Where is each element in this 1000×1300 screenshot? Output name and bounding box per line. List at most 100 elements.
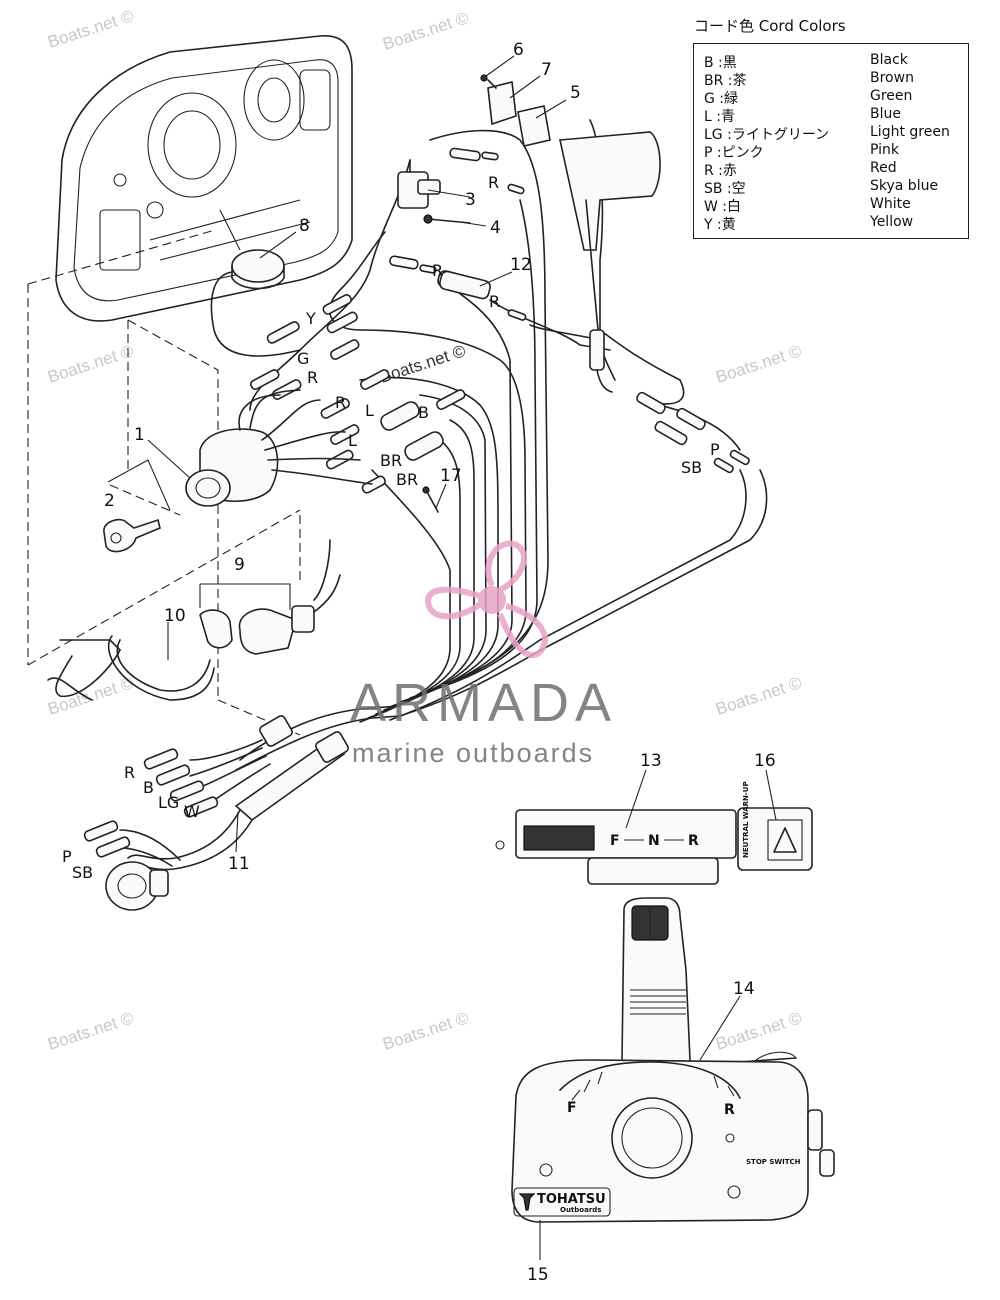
wire-connectors <box>250 147 750 494</box>
wire-label-r: R <box>335 393 346 412</box>
leader-line <box>27 229 216 285</box>
wire-label-r: R <box>489 292 500 311</box>
legend-code: B :黒 <box>704 55 737 71</box>
wire-label-r: R <box>307 368 318 387</box>
stop-switch-part-9 <box>238 539 341 655</box>
legend-color-name: White <box>870 196 911 212</box>
watermark: Boats.net © <box>45 6 136 52</box>
legend-color-name: Brown <box>870 70 914 86</box>
legend-code: G :緑 <box>704 91 739 107</box>
callout-17: 17 <box>440 466 462 486</box>
legend-code: LG :ライトグリーン <box>704 127 830 143</box>
legend-code: P :ピンク <box>704 145 764 161</box>
legend-color-name: Red <box>870 160 897 176</box>
screw-part-4 <box>423 214 471 224</box>
key-switch-part-1 <box>185 389 373 507</box>
harness-part-11 <box>83 705 401 911</box>
callout-5: 5 <box>570 83 581 103</box>
callout-9: 9 <box>234 555 245 575</box>
shift-indicator-part-13: F N R <box>495 809 737 885</box>
wire-label-br: BR <box>380 451 402 470</box>
wire-label-b: B <box>143 778 154 797</box>
legend-color-name: Skya blue <box>870 178 939 194</box>
legend-color-name: Light green <box>870 124 950 140</box>
wire-label-p: P <box>710 440 720 459</box>
legend-color-name: Black <box>870 52 908 68</box>
key-part-2 <box>103 518 161 553</box>
callout-4: 4 <box>490 218 501 238</box>
watermark: Boats.net © <box>380 8 471 54</box>
wire-label-p: P <box>62 847 72 866</box>
wire-label-br: BR <box>396 470 418 489</box>
callout-14: 14 <box>733 979 755 999</box>
callout-15: 15 <box>527 1265 549 1285</box>
legend-code: BR :茶 <box>704 73 747 89</box>
callout-leaders <box>107 55 777 1260</box>
callout-11: 11 <box>228 854 250 874</box>
stop-switch-text: STOP SWITCH <box>746 1158 801 1166</box>
callout-7: 7 <box>541 60 552 80</box>
watermark: Boats.net © <box>45 341 136 387</box>
leader-line <box>27 509 301 666</box>
wire-label-sb: SB <box>72 863 93 882</box>
wire-label-l: L <box>348 431 357 450</box>
callout-numbers: 1 2 3 4 5 6 7 8 9 10 11 12 13 16 14 15 1… <box>104 40 776 1285</box>
wire-label-r: R <box>432 261 443 280</box>
leader-line <box>127 319 219 700</box>
callout-6: 6 <box>513 40 524 60</box>
leader-line <box>109 484 181 516</box>
legend-title: コード色 Cord Colors <box>694 17 846 35</box>
switch-parts-5-6-7 <box>480 74 661 393</box>
lever-r-label: R <box>724 1102 735 1118</box>
shift-f-label: F <box>610 833 620 849</box>
warning-lamp-part-16: NEUTRAL WARN-UP <box>737 781 813 871</box>
armada-logo-icon <box>424 540 548 659</box>
wire-labels: R R R Y G R R L L B BR BR P SB R B LG W … <box>62 173 720 882</box>
cord-color-legend: B :黒 Black BR :茶 Brown G :緑 Green L :青 B… <box>693 43 969 239</box>
legend-code: R :赤 <box>704 163 737 179</box>
lanyard-part-10 <box>47 609 233 701</box>
legend-color-name: Green <box>870 88 913 104</box>
legend-row: SB :空 Skya blue <box>704 178 966 197</box>
legend-color-name: Pink <box>870 142 900 158</box>
watermark: Boats.net © <box>380 1008 471 1054</box>
legend-code: SB :空 <box>704 181 746 197</box>
legend-code: L :青 <box>704 109 735 125</box>
legend-row: B :黒 Black <box>704 52 966 71</box>
legend-code: W :白 <box>704 199 742 215</box>
pin-part-17 <box>422 486 439 513</box>
callout-10: 10 <box>164 606 186 626</box>
relay-part-3 <box>397 159 441 209</box>
legend-row: BR :茶 Brown <box>704 70 966 89</box>
watermark: Boats.net © <box>713 1008 804 1054</box>
legend-row: L :青 Blue <box>704 106 966 125</box>
wire-label-r: R <box>488 173 499 192</box>
legend-row: Y :黄 Yellow <box>704 214 966 233</box>
wire-label-g: G <box>297 349 309 368</box>
watermark: Boats.net © <box>713 341 804 387</box>
shift-r-label: R <box>688 833 699 849</box>
tohatsu-logo-text: TOHATSU <box>537 1192 606 1207</box>
legend-row: P :ピンク Pink <box>704 142 966 161</box>
callout-13: 13 <box>640 751 662 771</box>
outboards-text: Outboards <box>560 1206 601 1214</box>
wire-label-lg: LG <box>158 793 179 812</box>
callout-12: 12 <box>510 255 532 275</box>
legend-code: Y :黄 <box>704 217 736 233</box>
watermark: Boats.net © <box>713 673 804 719</box>
part-12 <box>439 270 491 300</box>
lever-f-label: F <box>567 1100 577 1116</box>
wire-label-r: R <box>124 763 135 782</box>
wire-label-sb: SB <box>681 458 702 477</box>
wire-label-l: L <box>365 401 374 420</box>
wire-label-b: B <box>418 403 429 422</box>
legend-row: LG :ライトグリーン Light green <box>704 124 966 143</box>
control-box-part-15: F R STOP SWITCH TOHATSU Outboards <box>511 1051 835 1223</box>
legend-row: R :赤 Red <box>704 160 966 179</box>
warning-text: NEUTRAL WARN-UP <box>742 781 750 858</box>
legend-row: W :白 White <box>704 196 966 215</box>
callout-2: 2 <box>104 491 115 511</box>
callout-1: 1 <box>134 425 145 445</box>
callout-16: 16 <box>754 751 776 771</box>
